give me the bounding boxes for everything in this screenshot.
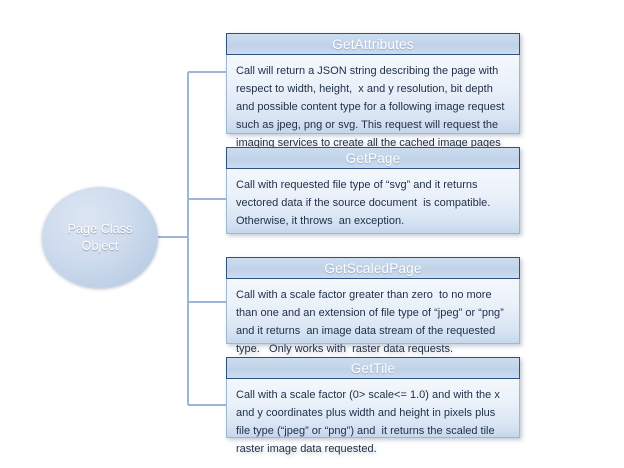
method-card-body: Call with requested file type of “svg” a…	[226, 169, 520, 234]
method-card-header: GetTile	[226, 357, 520, 379]
method-title: GetTile	[350, 360, 396, 376]
method-title: GetScaledPage	[324, 260, 422, 276]
method-description: Call with a scale factor greater than ze…	[236, 289, 507, 355]
method-card-header: GetScaledPage	[226, 257, 520, 279]
method-card-getpage[interactable]: GetPage Call with requested file type of…	[226, 147, 520, 234]
method-card-getscaledpage[interactable]: GetScaledPage Call with a scale factor g…	[226, 257, 520, 355]
method-title: GetPage	[345, 150, 401, 166]
method-title: GetAttributes	[332, 36, 414, 52]
method-description: Call with requested file type of “svg” a…	[236, 179, 494, 227]
method-card-gettile[interactable]: GetTile Call with a scale factor (0> sca…	[226, 357, 520, 455]
page-class-object-node[interactable]: Page Class Object	[42, 187, 158, 288]
method-card-header: GetAttributes	[226, 33, 520, 55]
method-card-body: Call with a scale factor (0> scale<= 1.0…	[226, 379, 520, 455]
method-description: Call with a scale factor (0> scale<= 1.0…	[236, 389, 503, 455]
method-card-getattributes[interactable]: GetAttributes Call will return a JSON st…	[226, 33, 520, 167]
method-card-header: GetPage	[226, 147, 520, 169]
method-card-body: Call will return a JSON string describin…	[226, 55, 520, 167]
page-class-object-label: Page Class Object	[67, 221, 133, 253]
method-card-body: Call with a scale factor greater than ze…	[226, 279, 520, 355]
